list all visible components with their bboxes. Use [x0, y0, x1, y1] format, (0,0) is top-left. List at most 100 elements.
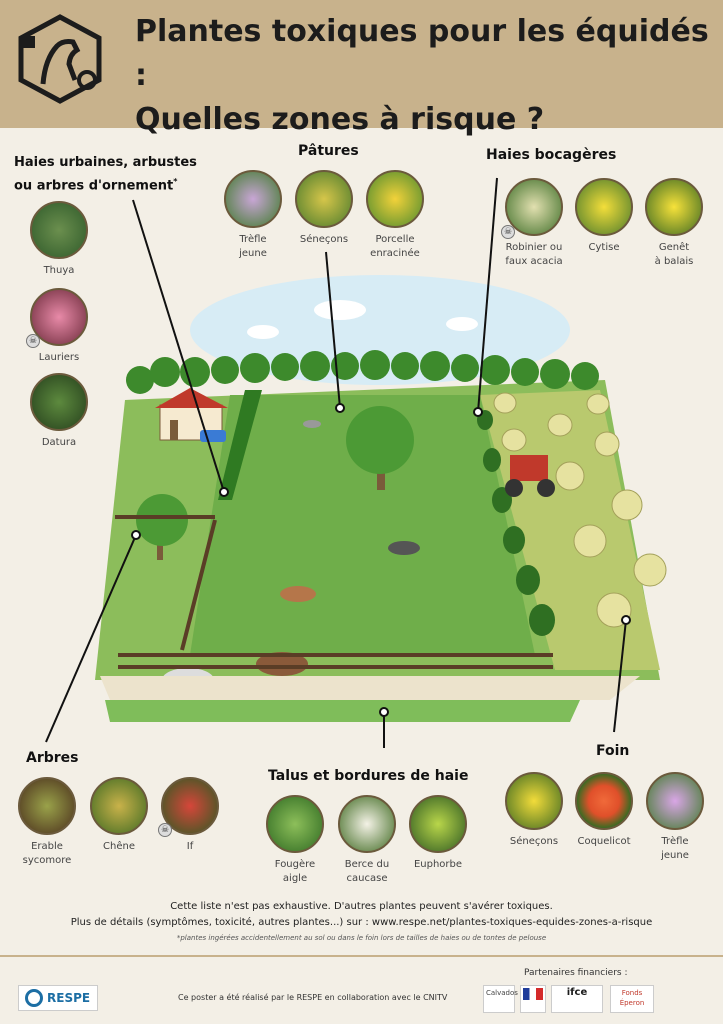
header-band: Plantes toxiques pour les équidés : Quel…: [0, 0, 723, 137]
respe-logo-text: RESPE: [47, 991, 91, 1005]
urban-hedge: [218, 390, 262, 500]
section-haies-urbaines: Haies urbaines, arbustes ou arbres d'orn…: [14, 153, 197, 195]
partner-fonds-eperon: Fonds Éperon: [610, 985, 654, 1013]
respe-horse-logo: [18, 14, 102, 104]
cloud: [247, 325, 279, 339]
euphorbe-photo: [409, 795, 467, 853]
plant-senecons: Séneçons: [279, 170, 369, 247]
fougere-photo: [266, 795, 324, 853]
credit-text: Ce poster a été réalisé par le RESPE en …: [178, 993, 448, 1002]
plant-label: Coquelicot: [577, 836, 631, 847]
senecons-photo: [295, 170, 353, 228]
plant-if: ☠ If: [145, 777, 235, 854]
plant-label: If: [186, 841, 194, 852]
info-line-1: Cette liste n'est pas exhaustive. D'autr…: [170, 901, 553, 912]
path: [100, 676, 640, 700]
plant-label: Cytise: [588, 242, 620, 253]
page-title: Plantes toxiques pour les équidés : Quel…: [135, 10, 715, 142]
field-tree: [136, 494, 188, 560]
partners-label: Partenaires financiers :: [524, 968, 628, 978]
plant-lauriers: ☠ Lauriers: [14, 288, 104, 365]
flag-icon: [523, 988, 543, 1000]
plant-thuya: Thuya: [14, 201, 104, 278]
partner-republique: [520, 985, 546, 1013]
section-patures: Pâtures: [298, 143, 359, 159]
plant-label: Datura: [41, 437, 77, 448]
footer-divider: [0, 955, 723, 957]
chene-photo: [90, 777, 148, 835]
pointer-lines: [45, 177, 631, 748]
cloud: [446, 317, 478, 331]
partner-ifce: ifce: [551, 985, 603, 1013]
plant-label: Thuya: [43, 265, 75, 276]
respe-logo-icon: [25, 989, 43, 1007]
tree-line: [126, 350, 599, 394]
footnote: *plantes ingérées accidentellement au so…: [176, 934, 547, 942]
foin-senecons-photo: [505, 772, 563, 830]
robinier-photo: [505, 178, 563, 236]
footnote-mark: *: [173, 177, 178, 186]
toxic-skull-icon: ☠: [26, 334, 40, 348]
talus-strip: [105, 700, 580, 722]
trefle-photo: [224, 170, 282, 228]
section-haies-urbaines-line1: Haies urbaines, arbustes: [14, 155, 197, 170]
berce-photo: [338, 795, 396, 853]
plant-foin-senecons: Séneçons: [489, 772, 579, 849]
partner-calvados: Calvados: [483, 985, 518, 1013]
pasture-field: [190, 395, 535, 655]
datura-photo: [30, 373, 88, 431]
coquelicot-photo: [575, 772, 633, 830]
cloud: [314, 300, 366, 320]
bocage-hedge: [477, 410, 555, 636]
foin-trefle-photo: [646, 772, 704, 830]
toxic-skull-icon: ☠: [501, 225, 515, 239]
info-line-2: Plus de détails (symptômes, toxicité, au…: [70, 917, 653, 928]
section-talus: Talus et bordures de haie: [268, 768, 469, 784]
plant-label: Euphorbe: [413, 859, 463, 870]
respe-logo: RESPE: [18, 985, 98, 1011]
toxic-skull-icon: ☠: [158, 823, 172, 837]
plant-chene: Chêne: [74, 777, 164, 854]
cytise-photo: [575, 178, 633, 236]
plant-coquelicot: Coquelicot: [559, 772, 649, 849]
lauriers-photo: [30, 288, 88, 346]
farm-house: [155, 388, 228, 442]
porcelle-photo: [366, 170, 424, 228]
section-haies-urbaines-line2: ou arbres d'ornement: [14, 178, 174, 194]
section-haies-bocageres: Haies bocagères: [486, 147, 617, 163]
title-line-2: Quelles zones à risque ?: [135, 102, 545, 137]
title-line-1: Plantes toxiques pour les équidés :: [135, 14, 709, 93]
plant-datura: Datura: [14, 373, 104, 450]
pasture-tree: [346, 406, 414, 490]
plant-label: Chêne: [103, 841, 135, 852]
section-arbres: Arbres: [26, 750, 79, 766]
tractor: [505, 455, 555, 497]
genet-photo: [645, 178, 703, 236]
fence: [115, 515, 553, 669]
plant-euphorbe: Euphorbe: [393, 795, 483, 872]
plant-label: Séneçons: [299, 234, 349, 245]
erable-photo: [18, 777, 76, 835]
plant-label: Séneçons: [509, 836, 559, 847]
plant-cytise: Cytise: [559, 178, 649, 255]
thuya-photo: [30, 201, 88, 259]
plant-label: Lauriers: [38, 352, 80, 363]
section-foin: Foin: [596, 743, 630, 759]
